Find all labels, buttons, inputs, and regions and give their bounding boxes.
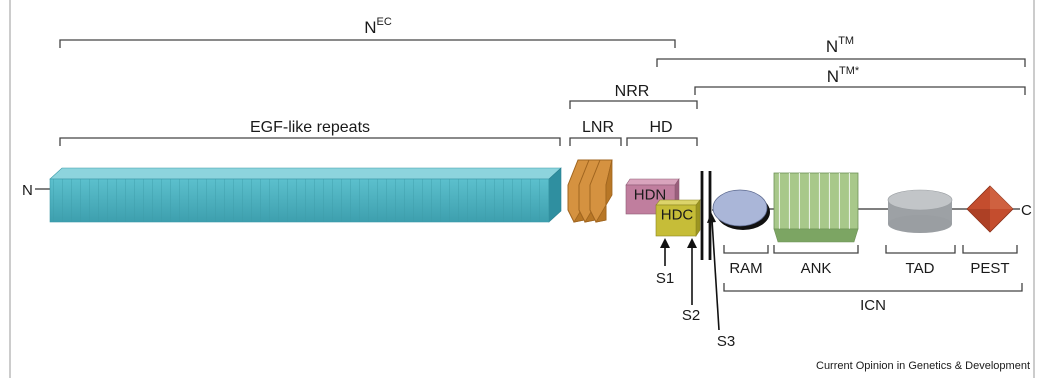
ram-bracket: [724, 245, 768, 253]
ank-bracket: [774, 245, 858, 253]
lnr-bracket: [570, 138, 621, 146]
lnr-label: LNR: [582, 119, 614, 136]
tad-domain: [888, 190, 952, 233]
icn-bracket: [724, 283, 1022, 291]
ram-label: RAM: [729, 260, 762, 277]
n-terminus-label: N: [22, 182, 33, 199]
s1-arrow: [660, 238, 670, 266]
hd-bracket: [627, 138, 697, 146]
tad-bracket: [886, 245, 955, 253]
hdc-label: HDC: [661, 207, 694, 224]
s3-label: S3: [717, 333, 735, 350]
nrr-label: NRR: [615, 83, 650, 100]
ank-label: ANK: [801, 260, 832, 277]
ntm-star-label: NTM*: [827, 65, 860, 86]
s1-label: S1: [656, 270, 674, 287]
hd-label: HD: [649, 119, 672, 136]
journal-credit: Current Opinion in Genetics & Developmen…: [816, 360, 1030, 372]
hdc-domain: HDC: [656, 200, 700, 236]
pest-label: PEST: [970, 260, 1009, 277]
egf-label: EGF-like repeats: [250, 119, 370, 136]
s2-arrow: [687, 238, 697, 305]
ntm-label: NTM: [826, 35, 854, 56]
s2-label: S2: [682, 307, 700, 324]
nec-bracket: [60, 40, 675, 48]
ank-domain: [774, 173, 858, 242]
nrr-bracket: [570, 101, 697, 109]
icn-label: ICN: [860, 297, 886, 314]
pest-bracket: [963, 245, 1017, 253]
c-terminus-label: C: [1021, 202, 1032, 219]
ram-domain: [713, 190, 770, 230]
ntm-star-bracket: [695, 87, 1025, 95]
nec-label: NEC: [364, 16, 392, 37]
egf-bracket: [60, 138, 560, 146]
tad-label: TAD: [906, 260, 935, 277]
pest-domain: [967, 186, 1013, 232]
lnr-domain: [568, 160, 612, 222]
egf-repeats-domain: [50, 168, 561, 222]
